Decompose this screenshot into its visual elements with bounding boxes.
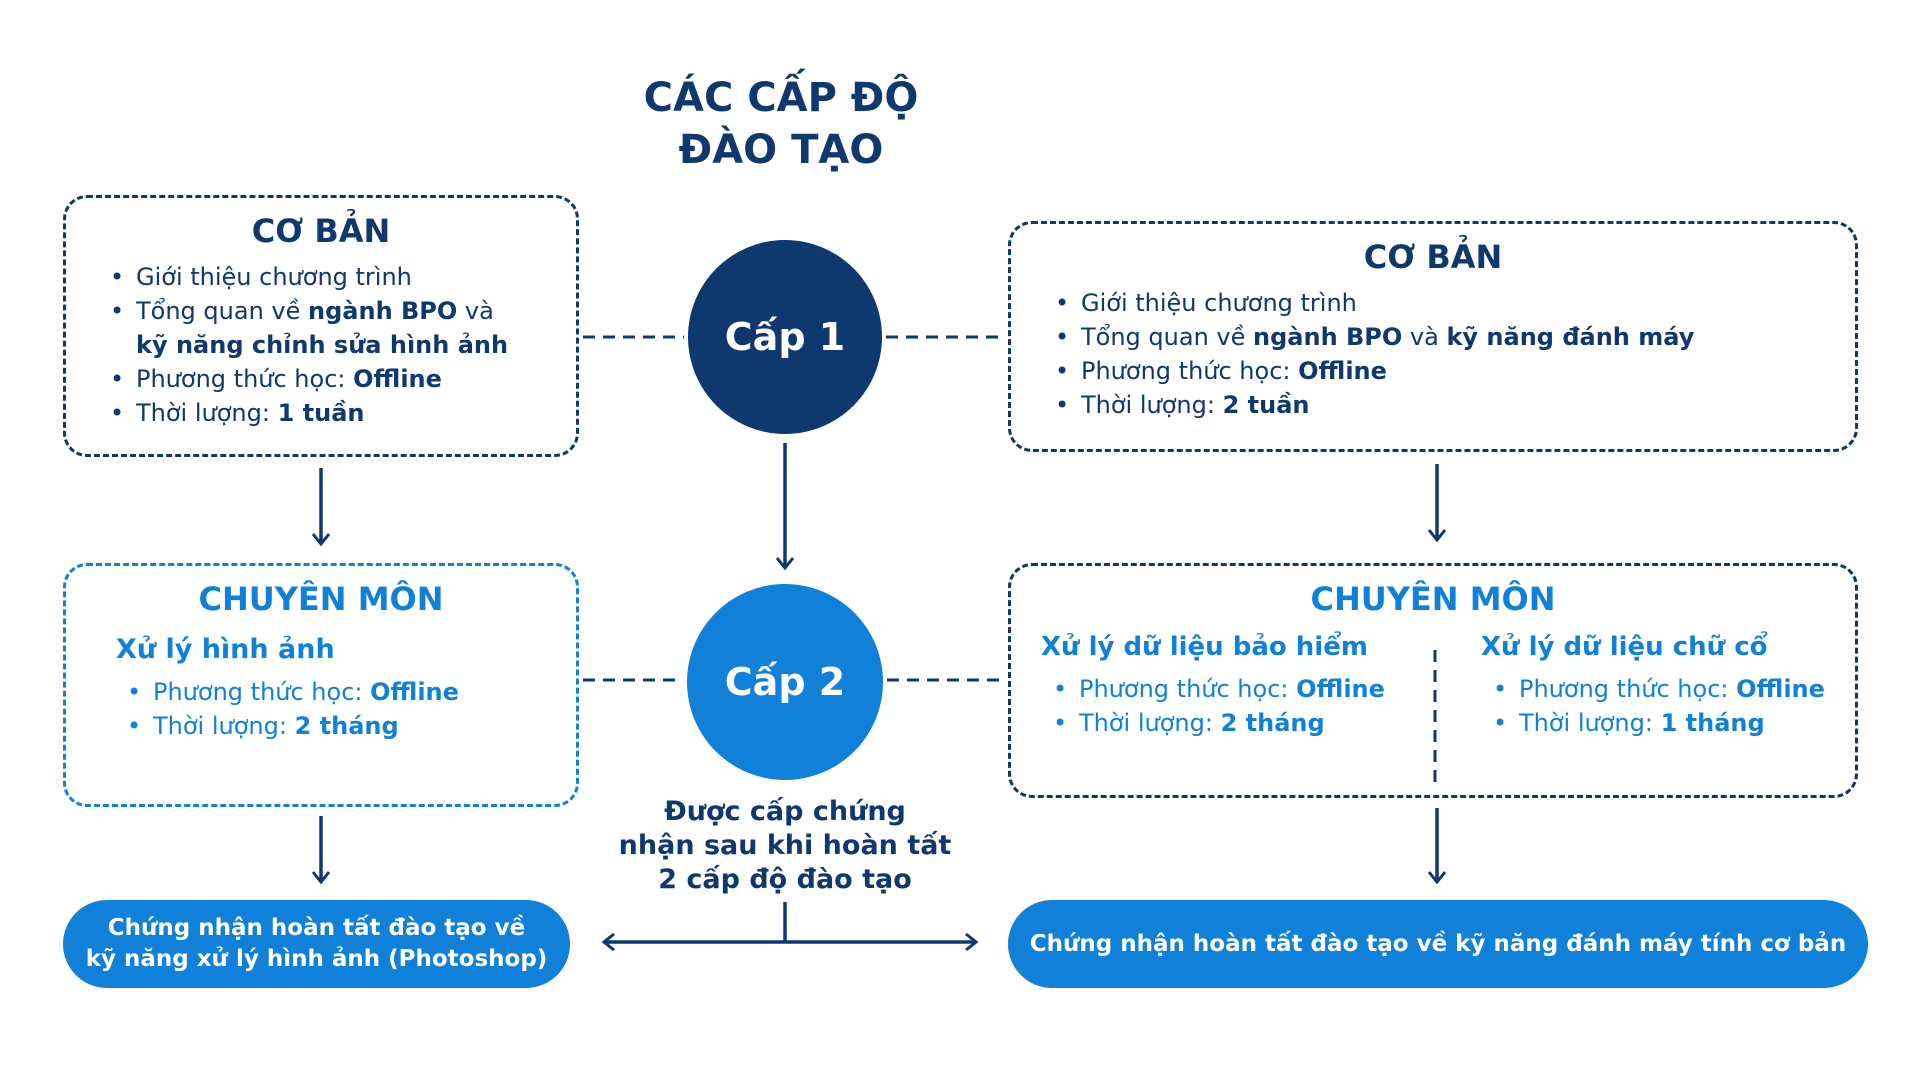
box-basic-left-title: CƠ BẢN [251,212,391,250]
bullet-item: Phương thức học: Offline [1049,672,1432,706]
level1-circle: Cấp 1 [688,240,882,434]
bullet-item: Tổng quan về ngành BPO và kỹ năng chỉnh … [106,294,558,362]
box-specialized-left-title: CHUYÊN MÔN [198,580,444,618]
level2-circle: Cấp 2 [687,584,883,780]
box-basic-right: CƠ BẢN Giới thiệu chương trình Tổng quan… [1008,221,1858,452]
bullet-item: Thời lượng: 2 tháng [1049,706,1432,740]
program-column-ancient-text: Xử lý dữ liệu chữ cổ Phương thức học: Of… [1438,632,1855,740]
certificate-pill-right-label: Chứng nhận hoàn tất đào tạo về kỹ năng đ… [1029,930,1847,957]
program-name: Xử lý dữ liệu bảo hiểm [1041,632,1368,662]
bullet-item: Thời lượng: 1 tháng [1489,706,1849,740]
bullet-item: Phương thức học: Offline [1489,672,1849,706]
bullet-item: Thời lượng: 2 tuần [1051,388,1837,422]
box-basic-left: CƠ BẢN Giới thiệu chương trình Tổng quan… [63,195,579,457]
bullet-item: Giới thiệu chương trình [106,260,558,294]
bullet-item: Phương thức học: Offline [123,675,558,709]
bullet-item: Thời lượng: 2 tháng [123,709,558,743]
page-title: CÁC CẤP ĐỘ ĐÀO TẠO [643,75,919,173]
level1-label: Cấp 1 [724,315,846,359]
box-specialized-right-title: CHUYÊN MÔN [1310,580,1556,618]
certification-note: Được cấp chứng nhận sau khi hoàn tất 2 c… [618,796,952,895]
program-bullets: Phương thức học: Offline Thời lượng: 2 t… [1049,672,1432,740]
program-column-insurance: Xử lý dữ liệu bảo hiểm Phương thức học: … [1011,632,1438,740]
bullet-item: Phương thức học: Offline [106,362,558,396]
certificate-pill-right: Chứng nhận hoàn tất đào tạo về kỹ năng đ… [1008,900,1868,988]
box-basic-right-title: CƠ BẢN [1363,238,1503,276]
bullet-item: Tổng quan về ngành BPO và kỹ năng đánh m… [1051,320,1837,354]
program-columns: Xử lý dữ liệu bảo hiểm Phương thức học: … [1011,632,1855,740]
box-specialized-left: CHUYÊN MÔN Xử lý hình ảnh Phương thức họ… [63,563,579,807]
bullet-item: Thời lượng: 1 tuần [106,396,558,430]
program-bullets: Phương thức học: Offline Thời lượng: 1 t… [1489,672,1849,740]
certificate-pill-left-label: Chứng nhận hoàn tất đào tạo về kỹ năng x… [85,915,548,972]
bullet-item: Giới thiệu chương trình [1051,286,1837,320]
program-name: Xử lý dữ liệu chữ cổ [1481,632,1768,662]
box-specialized-left-bullets: Phương thức học: Offline Thời lượng: 2 t… [123,675,558,743]
certificate-pill-left: Chứng nhận hoàn tất đào tạo về kỹ năng x… [63,900,570,988]
level2-label: Cấp 2 [724,660,846,704]
bullet-item: Phương thức học: Offline [1051,354,1837,388]
box-basic-left-bullets: Giới thiệu chương trình Tổng quan về ngà… [106,260,558,430]
box-specialized-right: CHUYÊN MÔN Xử lý dữ liệu bảo hiểm Phương… [1008,563,1858,798]
program-name: Xử lý hình ảnh [116,634,335,665]
box-basic-right-bullets: Giới thiệu chương trình Tổng quan về ngà… [1051,286,1837,422]
